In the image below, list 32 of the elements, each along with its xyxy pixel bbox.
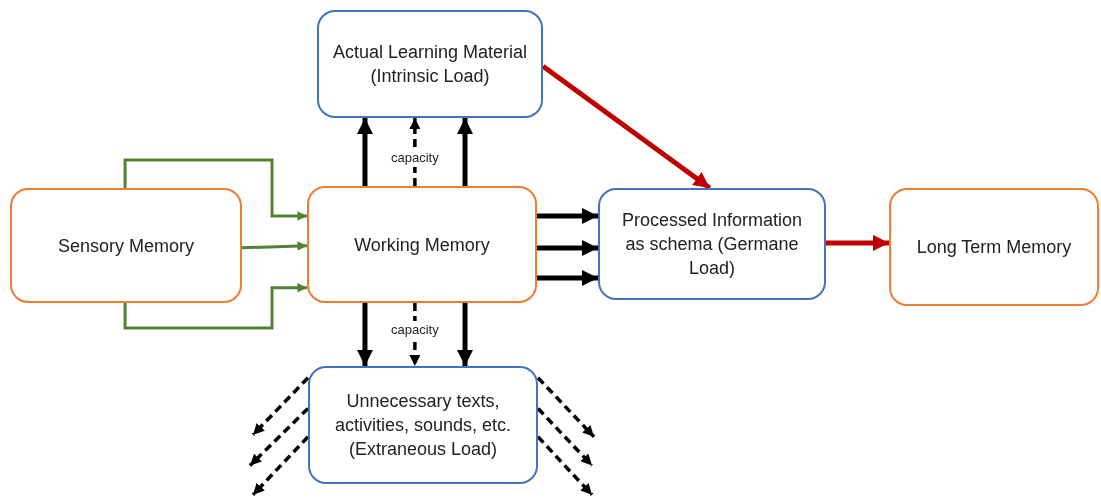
arrow	[541, 64, 712, 190]
arrow	[536, 407, 594, 467]
memory-box	[10, 188, 242, 303]
arrow	[251, 376, 310, 436]
arrow	[241, 241, 308, 251]
arrow	[248, 407, 310, 467]
arrow	[356, 118, 373, 186]
load-box	[598, 188, 826, 300]
arrow	[409, 303, 421, 366]
memory-box	[307, 186, 537, 303]
arrow	[536, 435, 594, 496]
arrow	[409, 118, 421, 186]
node-label: Processed Information as schema (Germane Load)	[620, 209, 804, 280]
node-label: Working Memory	[354, 233, 490, 257]
arrow	[457, 118, 473, 186]
arrow	[251, 435, 310, 496]
arrow	[826, 234, 889, 251]
arrow	[537, 207, 598, 224]
node-label: Actual Learning Material (Intrinsic Load)	[331, 41, 529, 88]
arrow	[536, 376, 596, 438]
load-box	[317, 10, 543, 118]
arrow	[356, 303, 373, 366]
arrow	[123, 158, 307, 221]
load-box	[308, 366, 538, 484]
arrow	[457, 303, 473, 366]
node-label: Sensory Memory	[57, 234, 194, 258]
node-label: Long Term Memory	[916, 236, 1072, 259]
arrow	[537, 240, 598, 256]
arrow	[123, 283, 307, 330]
node-label: Unnecessary texts, activities, sounds, etc. (Extraneous Load)	[333, 390, 513, 461]
memory-box	[889, 188, 1099, 306]
arrow	[537, 269, 598, 286]
